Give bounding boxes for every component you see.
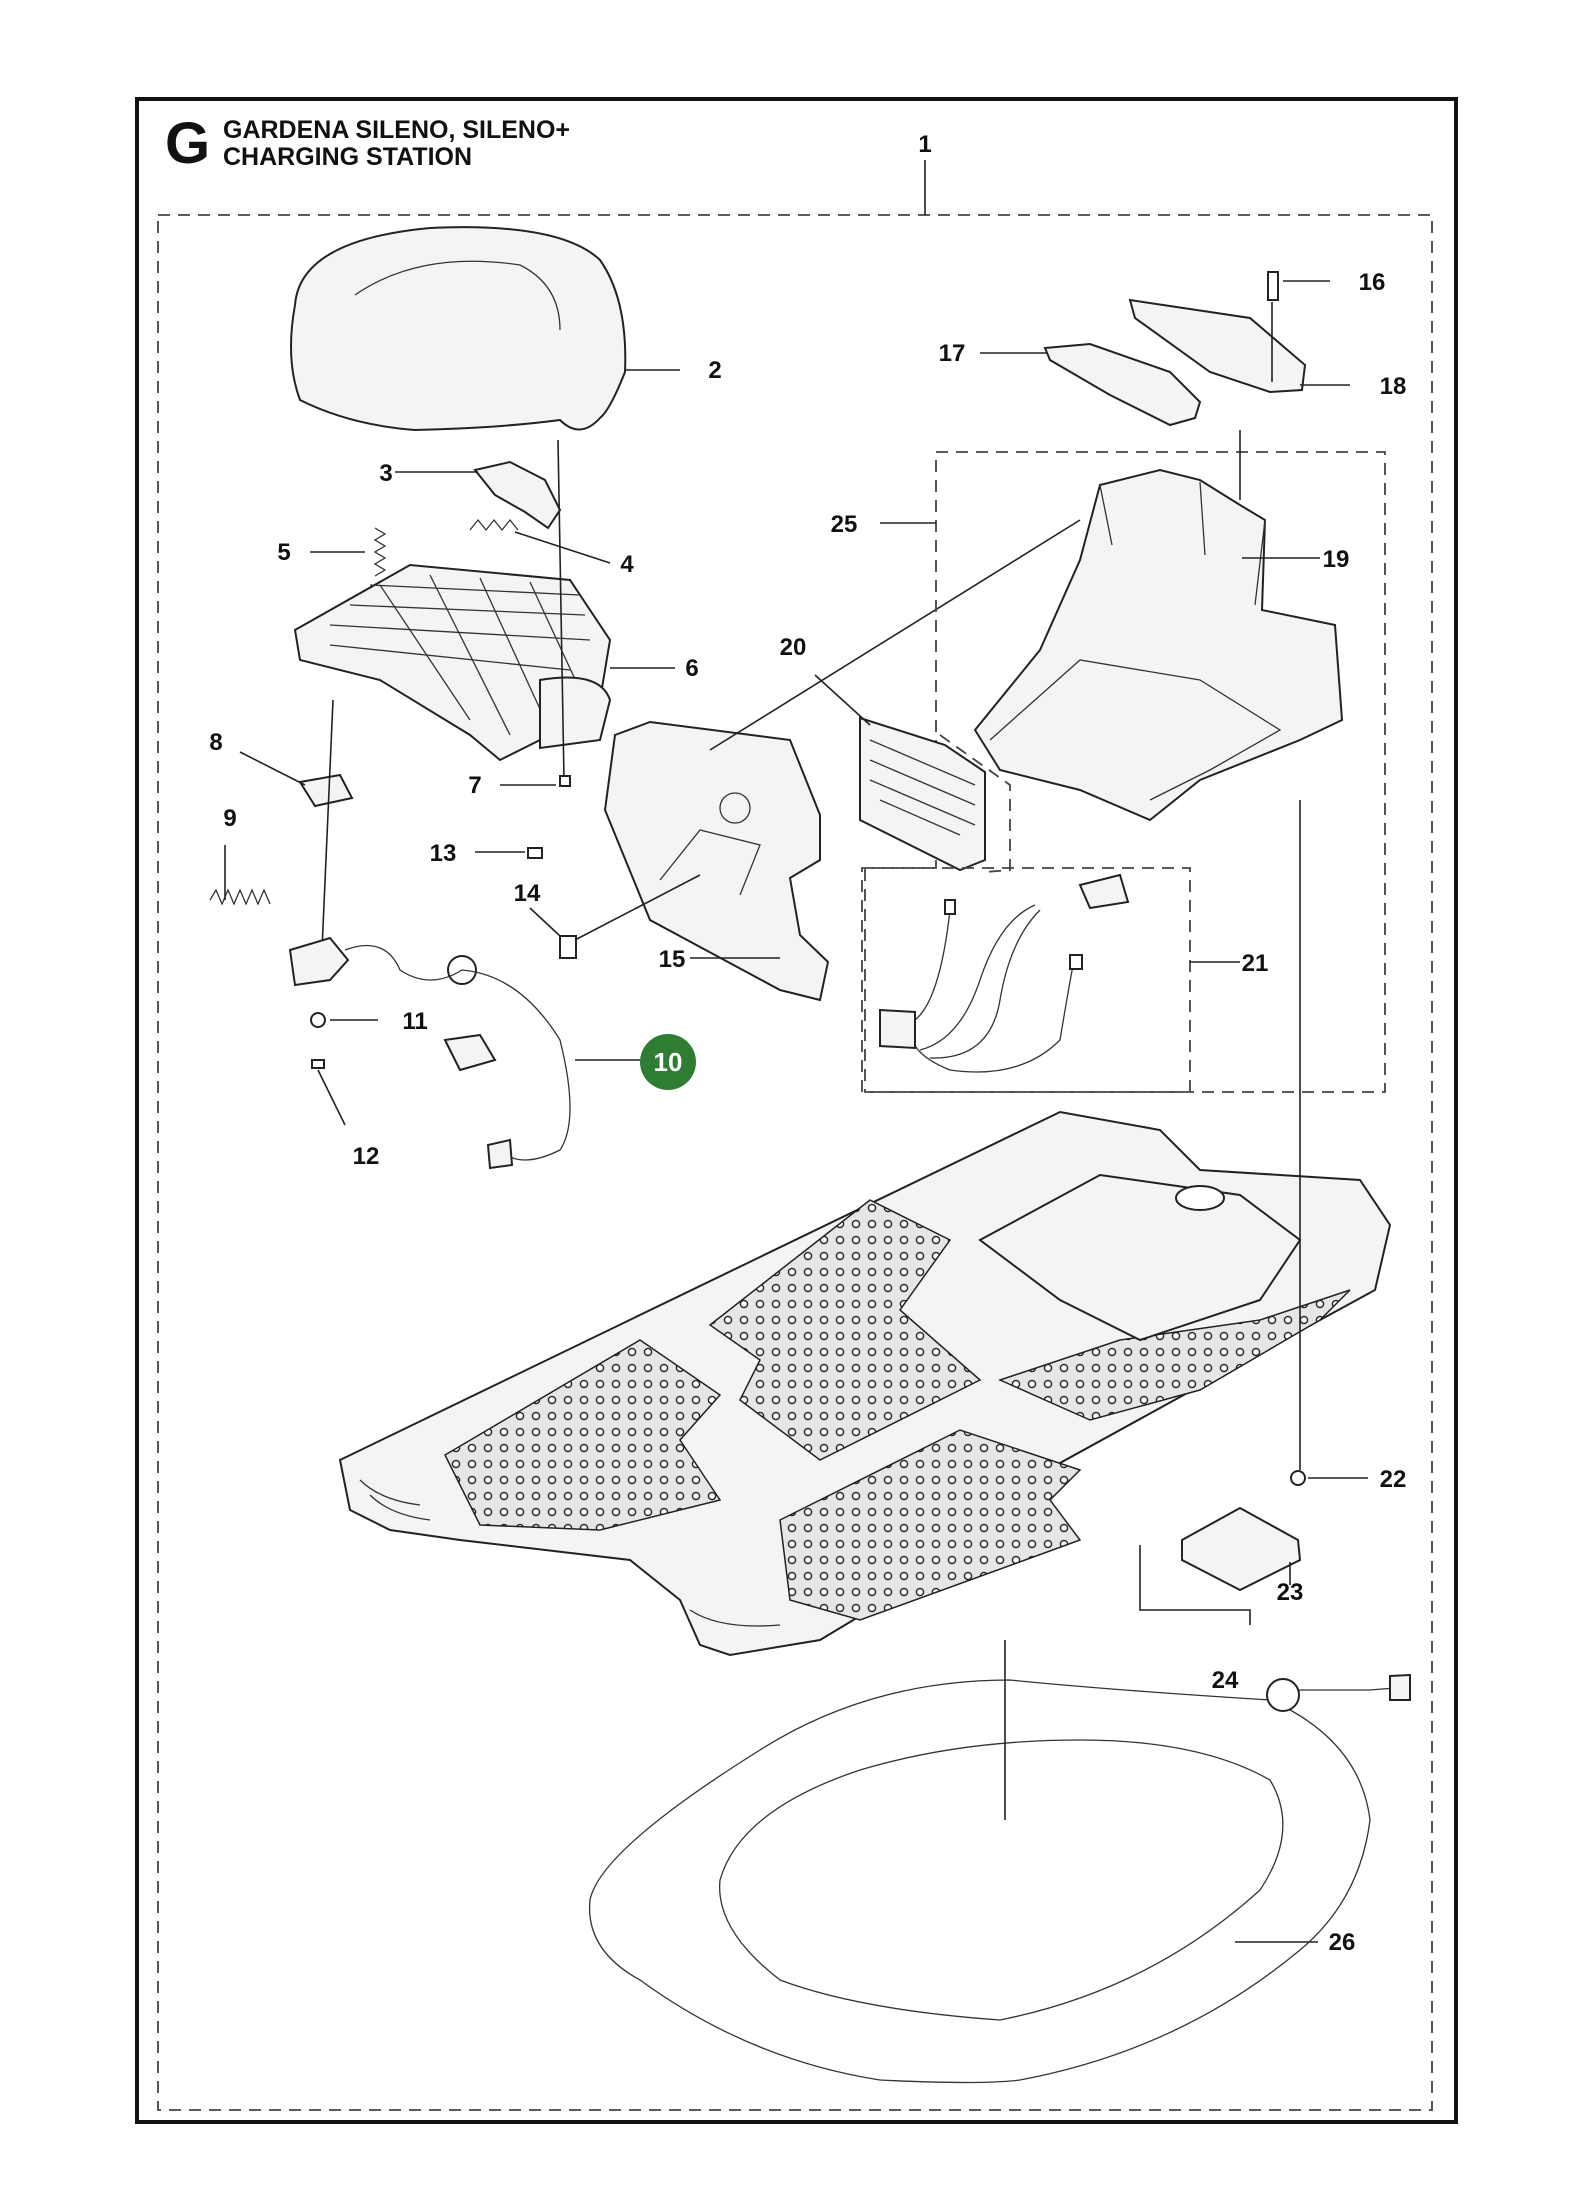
callout-11[interactable]: 11 [402,1008,427,1035]
assembly-boundary-1 [157,214,1433,2111]
callout-22[interactable]: 22 [1380,1466,1407,1493]
part-24-base [338,1110,1392,1657]
callout-18[interactable]: 18 [1380,373,1407,400]
part-16-clip [1267,271,1279,301]
assembly-boundary-21 [861,867,1191,1093]
callout-4[interactable]: 4 [620,551,634,578]
part-14-pin [559,935,577,959]
callout-25[interactable]: 25 [831,511,858,538]
part-20-circuit-board [859,716,986,872]
callout-7[interactable]: 7 [468,772,481,799]
callout-21[interactable]: 21 [1242,950,1269,977]
title-line-2: CHARGING STATION [223,143,473,171]
part-17-contact [1043,342,1202,427]
callout-20[interactable]: 20 [780,634,807,661]
callout-16[interactable]: 16 [1359,269,1386,296]
callout-24[interactable]: 24 [1212,1667,1239,1694]
callout-15[interactable]: 15 [659,946,686,973]
part-7-screw [559,775,571,787]
part-4-spring [469,518,519,532]
callout-8[interactable]: 8 [209,729,222,756]
part-2-cover [290,226,627,432]
callout-23[interactable]: 23 [1277,1579,1304,1606]
part-19-housing [973,468,1344,822]
callout-14[interactable]: 14 [514,880,541,907]
part-11-washer [310,1012,326,1028]
part-22-screw [1290,1470,1306,1486]
part-26-loop-wire [588,1673,1411,2084]
part-15-bracket [603,720,830,1002]
callout-9[interactable]: 9 [223,805,236,832]
callout-2[interactable]: 2 [708,357,721,384]
callout-5[interactable]: 5 [277,539,290,566]
callout-1[interactable]: 1 [918,131,931,158]
part-8-bracket [298,773,354,808]
section-letter: G [165,111,211,176]
part-13-screw [527,847,543,859]
part-18-holder [1128,298,1307,394]
callout-10-highlight[interactable] [640,1034,696,1090]
part-23-cover-plate [1181,1506,1302,1592]
title-line-1: GARDENA SILENO, SILENO+ [223,116,571,144]
part-21-wiring [879,873,1130,1073]
assembly-boundary-25 [864,451,1386,1093]
part-6-frame [293,563,612,762]
part-9-spring [209,888,271,906]
callout-17[interactable]: 17 [939,340,966,367]
callout-19[interactable]: 19 [1323,546,1350,573]
callout-13[interactable]: 13 [430,840,457,867]
part-3-latch [473,460,562,530]
callout-10[interactable]: 10 [654,1047,683,1077]
part-5-spring [373,527,387,577]
page-frame [135,97,1458,2124]
callout-12[interactable]: 12 [353,1143,380,1170]
part-10-sensor-cable [288,936,571,1170]
callout-3[interactable]: 3 [379,460,392,487]
callout-6[interactable]: 6 [685,655,698,682]
callout-26[interactable]: 26 [1329,1929,1356,1956]
part-12-screw [311,1059,325,1069]
